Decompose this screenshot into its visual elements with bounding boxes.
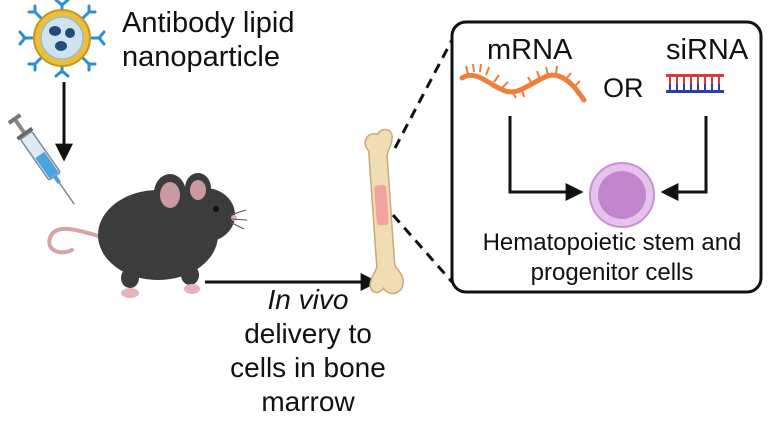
delivery-italic-text: In vivo	[267, 284, 349, 315]
mrna-to-cell-arrow	[508, 116, 584, 201]
delivery-rest-text: delivery to cells in bone marrow	[230, 318, 386, 417]
sirna-icon	[666, 74, 724, 93]
bone-icon	[364, 128, 404, 295]
sirna-label: siRNA	[666, 34, 749, 66]
syringe-icon	[7, 113, 75, 205]
mouse-icon	[47, 173, 248, 298]
lnp-label: Antibody lipid nanoparticle	[122, 7, 295, 73]
mrna-icon	[459, 63, 587, 103]
mrna-label: mRNA	[487, 34, 573, 66]
hspc-cell-icon	[589, 162, 655, 228]
zoom-lines	[391, 39, 454, 283]
hspc-label: Hematopoietic stem and progenitor cells	[482, 229, 742, 286]
lnp-icon	[18, 0, 106, 78]
delivery-label: In vivo delivery to cells in bone marrow	[222, 283, 394, 419]
sirna-to-cell-arrow	[660, 116, 708, 201]
or-label: OR	[603, 73, 644, 103]
